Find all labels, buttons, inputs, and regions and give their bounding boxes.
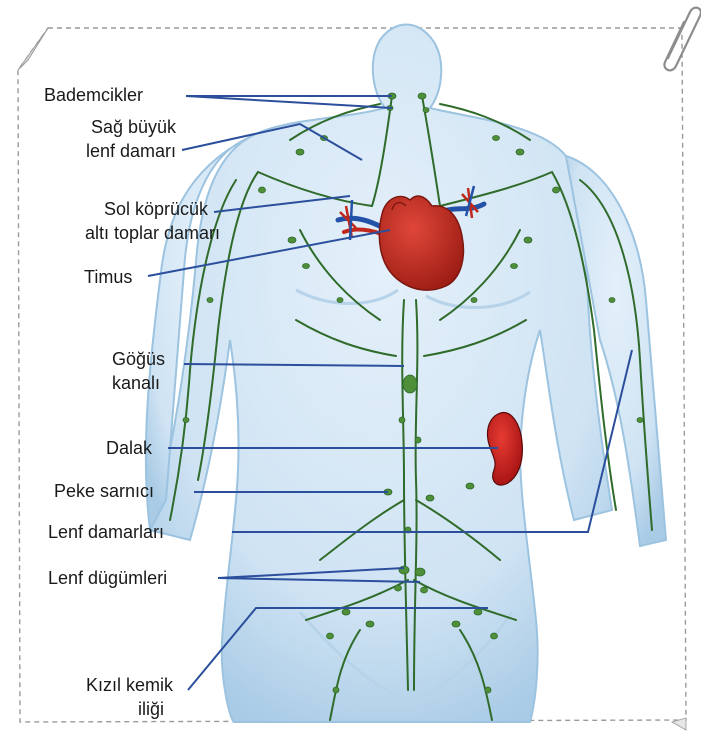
label-peke: Peke sarnıcı bbox=[54, 480, 154, 502]
label-sag-buyuk-line1: Sağ büyük bbox=[56, 116, 176, 138]
label-lenf-damarlari: Lenf damarları bbox=[48, 521, 164, 543]
label-gogus-line2: kanalı bbox=[112, 372, 160, 394]
label-dalak: Dalak bbox=[106, 437, 152, 459]
label-timus: Timus bbox=[84, 266, 132, 288]
label-kizil-kemik-line1: Kızıl kemik bbox=[86, 674, 173, 696]
label-kizil-kemik-line2: iliği bbox=[138, 698, 164, 720]
label-lenf-dugumleri: Lenf dügümleri bbox=[48, 567, 167, 589]
label-sag-buyuk-line2: lenf damarı bbox=[56, 140, 176, 162]
label-bademcikler: Bademcikler bbox=[44, 84, 143, 106]
leader-bademcikler-b bbox=[186, 96, 392, 108]
label-sol-kopru-line1: Sol köprücük bbox=[30, 198, 208, 220]
label-sol-kopru-line2: altı toplar damarı bbox=[30, 222, 220, 244]
label-gogus-line1: Göğüs bbox=[112, 348, 165, 370]
